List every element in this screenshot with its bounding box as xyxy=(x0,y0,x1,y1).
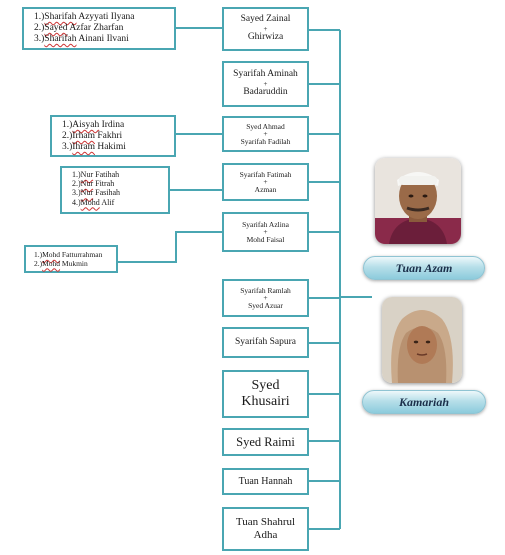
child-name: 2.)Sayed Azfar Zharfan xyxy=(34,22,124,33)
child-name: 1.)Sharifah Azyyati Ilyana xyxy=(34,12,135,22)
spouse-name: Ghirwiza xyxy=(247,32,284,43)
sibling-name: Syed Raimi xyxy=(236,434,295,449)
mother-photo xyxy=(382,297,462,383)
mother-portrait-image xyxy=(382,297,462,383)
sibling-name: Syarifah Ramlah xyxy=(240,285,291,295)
sibling-box-7: Syed Khusairi xyxy=(222,370,309,418)
spouse-name: Badaruddin xyxy=(243,87,288,98)
sibling-name: Tuan Hannah xyxy=(238,475,293,487)
father-portrait-image xyxy=(375,158,461,244)
child-name: 4.)Mohd Alif xyxy=(72,197,115,207)
sibling-name: Syarifah Sapura xyxy=(235,336,296,347)
child-name: 2.)Irham Fakhri xyxy=(62,130,123,141)
connector-children-3 xyxy=(118,231,222,263)
child-name: 1.)Mohd Fatturrahman xyxy=(34,250,103,259)
child-name: 3.)Nur Fasihah xyxy=(72,188,121,198)
sibling-box-1: Syarifah Aminah + Badaruddin xyxy=(222,61,309,107)
plus-sign: + xyxy=(263,79,268,88)
sibling-name: Sayed Zainal xyxy=(240,14,291,25)
spouse-name: Azman xyxy=(254,185,277,195)
sibling-name: Syarifah Aminah xyxy=(233,69,298,80)
child-name: 3.)Sharifah Ainani Ilvani xyxy=(34,33,129,44)
sibling-box-2: Syed Ahmad + Syarifah Fadilah xyxy=(222,116,309,152)
sibling-box-9: Tuan Hannah xyxy=(222,468,309,495)
children-of-sibling-0: 1.)Sharifah Azyyati Ilyana 2.)Sayed Azfa… xyxy=(22,7,176,50)
mother-name-ribbon: Kamariah xyxy=(362,390,486,414)
sibling-box-6: Syarifah Sapura xyxy=(222,327,309,358)
plus-sign: + xyxy=(263,226,268,236)
sibling-name: Syarifah Fatimah xyxy=(239,169,292,179)
sibling-box-3: Syarifah Fatimah + Azman xyxy=(222,163,309,201)
father-name: Tuan Azam xyxy=(395,260,453,275)
father-photo xyxy=(375,158,461,244)
sibling-box-10: Tuan Shahrul Adha xyxy=(222,507,309,551)
sibling-name: Syarifah Azlina xyxy=(242,219,289,229)
children-of-sibling-2: 1.)Aisyah Irdina 2.)Irham Fakhri 3.)Ihra… xyxy=(50,115,176,157)
child-name: 2.)Mohd Mukmin xyxy=(34,258,88,268)
children-of-sibling-3: 1.)Nur Fatihah 2.)Nur Fitrah 3.)Nur Fasi… xyxy=(60,166,170,214)
plus-sign: + xyxy=(263,176,268,186)
plus-sign: + xyxy=(263,24,268,33)
sibling-name-line2: Khusairi xyxy=(241,394,290,409)
sibling-box-5: Syarifah Ramlah + Syed Azuar xyxy=(222,279,309,317)
sibling-box-8: Syed Raimi xyxy=(222,428,309,456)
sibling-name: Tuan Shahrul xyxy=(235,515,296,528)
mother-name: Kamariah xyxy=(398,394,449,409)
sibling-box-0: Sayed Zainal + Ghirwiza xyxy=(222,7,309,51)
child-name: 3.)Ihram Hakimi xyxy=(62,141,126,152)
spouse-name: Syed Azuar xyxy=(248,301,283,311)
father-name-ribbon: Tuan Azam xyxy=(363,256,485,280)
sibling-name: Syed Ahmad xyxy=(246,121,285,131)
plus-sign: + xyxy=(263,128,268,138)
child-name: 1.)Nur Fatihah xyxy=(72,170,120,179)
plus-sign: + xyxy=(263,292,268,302)
spouse-name: Syarifah Fadilah xyxy=(240,137,291,147)
spouse-name: Mohd Faisal xyxy=(246,235,285,245)
sibling-name-line2: Adha xyxy=(253,529,278,541)
children-of-sibling-4: 1.)Mohd Fatturrahman 2.)Mohd Mukmin xyxy=(24,245,118,273)
sibling-name: Syed xyxy=(251,377,280,393)
sibling-box-4: Syarifah Azlina + Mohd Faisal xyxy=(222,212,309,252)
child-name: 1.)Aisyah Irdina xyxy=(62,120,125,130)
child-name: 2.)Nur Fitrah xyxy=(72,179,115,189)
